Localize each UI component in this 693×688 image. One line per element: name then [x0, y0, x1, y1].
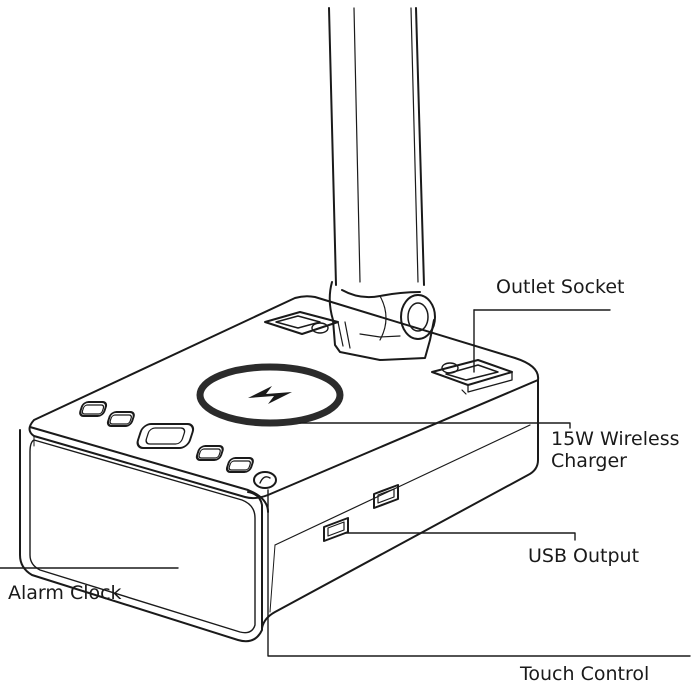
lightning-icon	[248, 386, 292, 404]
usb-port-1	[323, 517, 349, 542]
touch-control-button	[253, 471, 277, 489]
alarm-clock-label: Alarm Clock	[8, 582, 122, 604]
wireless-charger-label-line1: 15W Wireless	[551, 428, 680, 450]
outlet-socket-label: Outlet Socket	[496, 276, 625, 298]
wireless-charger-label-line2: Charger	[551, 450, 627, 472]
wireless-charger-label: 15W Wireless Charger	[551, 428, 680, 472]
outlet-socket-left	[264, 311, 339, 335]
touch-control-label: Touch Control	[520, 663, 650, 685]
hinge-joint	[328, 281, 436, 361]
wireless-charger-pad	[196, 363, 344, 427]
usb-port-2	[373, 484, 399, 509]
leader-lines	[0, 309, 691, 657]
base-top	[28, 295, 540, 500]
lamp-arm	[328, 7, 425, 286]
control-buttons	[79, 401, 254, 473]
outlet-socket-right	[431, 359, 513, 395]
usb-output-label: USB Output	[528, 545, 640, 567]
